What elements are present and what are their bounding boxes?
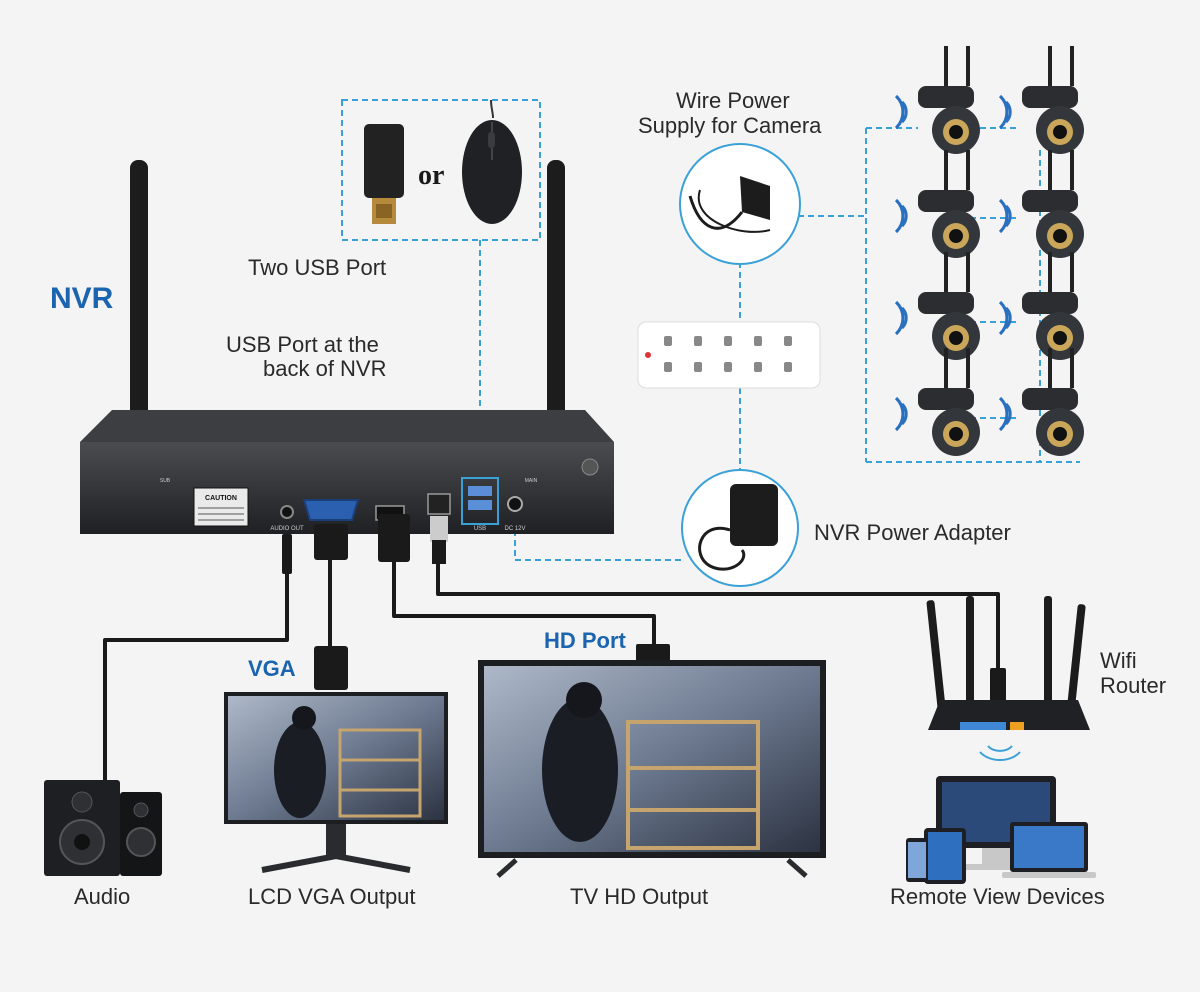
tv-hd-output-label: TV HD Output	[570, 884, 709, 909]
audio-label: Audio	[74, 884, 131, 909]
vga-label: VGA	[248, 656, 296, 681]
wifi-router-label-line1: Wifi	[1100, 648, 1137, 673]
or-label: or	[418, 160, 444, 191]
nvr-title: NVR	[50, 282, 114, 315]
mouse-icon	[462, 99, 522, 224]
wifi-router-label-line2: Router	[1100, 673, 1167, 698]
ip-cameras	[894, 46, 1084, 456]
lan-plug	[430, 516, 448, 542]
camera-4	[998, 150, 1084, 258]
lan-plug-body	[432, 540, 446, 564]
sub-label: SUB	[160, 478, 171, 484]
camera-6	[998, 252, 1084, 360]
lan-port	[427, 493, 451, 515]
camera-5	[894, 252, 980, 360]
remote-view-devices	[906, 776, 1096, 884]
speakers	[44, 780, 162, 876]
usb-label: USB	[474, 526, 486, 532]
ground-screw	[581, 458, 599, 476]
usb-port-1	[468, 486, 492, 496]
dc12v-label: DC 12V	[504, 526, 525, 532]
nvr-device: CAUTION AUDIO OUT USB DC 12V MAIN SUB	[80, 160, 614, 534]
wire-power-label-line1: Wire Power	[676, 88, 790, 113]
vga-port	[302, 499, 360, 521]
main-label: MAIN	[525, 478, 538, 484]
nvr-antenna-left	[130, 160, 148, 480]
audio-out-label: AUDIO OUT	[270, 526, 304, 532]
lcd-vga-output-label: LCD VGA Output	[248, 884, 416, 909]
two-usb-port-label: Two USB Port	[248, 255, 387, 280]
usb-port-back-label-line2: back of NVR	[263, 356, 387, 381]
camera-1	[894, 46, 980, 154]
camera-power-adapter	[679, 143, 801, 265]
camera-3	[894, 150, 980, 258]
remote-view-devices-label: Remote View Devices	[890, 884, 1105, 909]
hdmi-plug	[378, 514, 410, 562]
caution-label: CAUTION	[205, 495, 237, 502]
nvr-power-adapter-label: NVR Power Adapter	[814, 520, 1011, 545]
nvr-power-adapter	[681, 469, 799, 587]
wifi-router	[926, 596, 1090, 762]
wire-power-label-line2: Supply for Camera	[638, 113, 822, 138]
usb-highlight	[461, 477, 499, 525]
usb-port-back-label-line1: USB Port at the	[226, 332, 379, 357]
tv	[478, 660, 826, 878]
usb-dongle-icon	[364, 124, 404, 224]
nvr-antenna-right	[547, 160, 565, 480]
lcd-monitor	[224, 692, 448, 873]
power-strip	[637, 321, 821, 389]
cables	[103, 540, 1000, 780]
vga-plug-top	[314, 524, 348, 560]
audio-plug	[282, 534, 292, 574]
camera-2	[998, 46, 1084, 154]
usb-port-2	[468, 500, 492, 510]
hdmi-plug-tv	[636, 644, 670, 664]
dc-jack	[507, 496, 523, 512]
camera-8	[998, 348, 1084, 456]
camera-7	[894, 348, 980, 456]
audio-out-jack	[280, 505, 294, 519]
vga-plug-bottom	[314, 646, 348, 690]
hd-port-label: HD Port	[544, 628, 626, 653]
